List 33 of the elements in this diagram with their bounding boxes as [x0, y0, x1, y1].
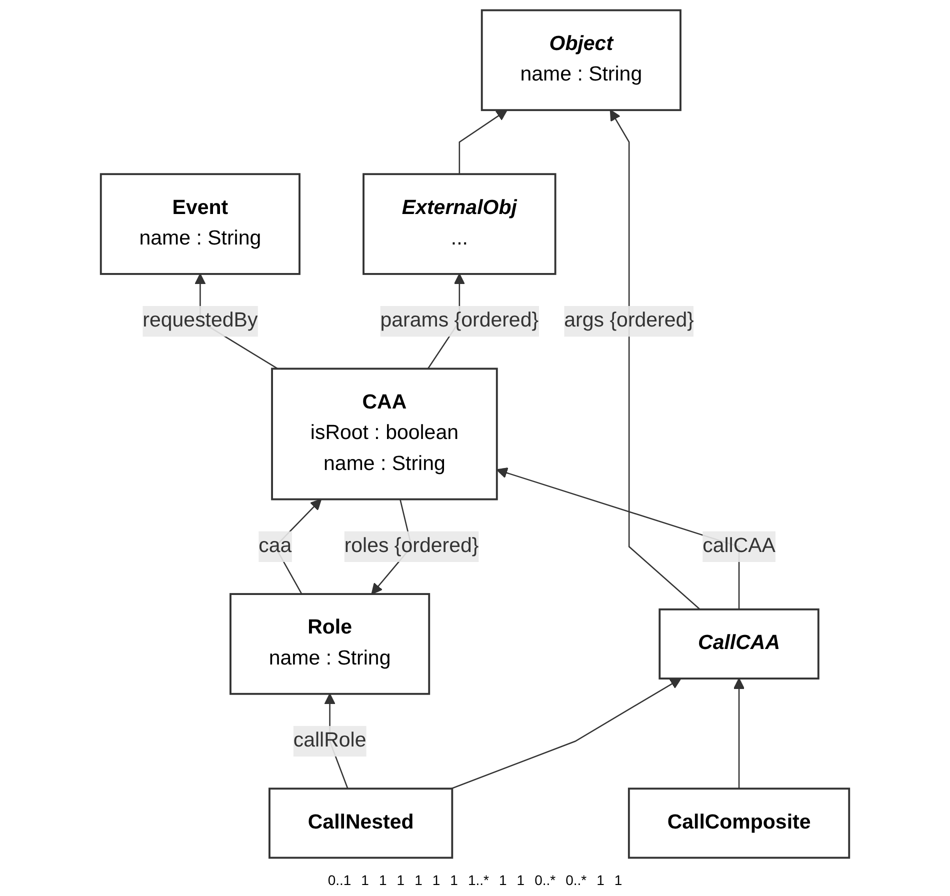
multiplicity-label: 1: [414, 872, 422, 888]
edge-label: roles {ordered}: [344, 535, 479, 557]
multiplicity-label: 1: [596, 872, 604, 888]
node-box: CAA isRoot : boolean name : String: [271, 368, 498, 500]
node-box: ExternalObj ...: [362, 173, 556, 275]
arrow: [610, 110, 700, 610]
edge-label: requestedBy: [142, 310, 258, 332]
edge-label: callRole: [293, 730, 366, 752]
multiplicity-label: 1: [450, 872, 458, 888]
multiplicity-label: 1: [378, 872, 387, 888]
arrow: [733, 678, 745, 789]
multiplicity-label: 0..*: [566, 872, 587, 888]
node-box: Object name : String: [480, 9, 682, 112]
multiplicity-label: 0..1: [328, 872, 352, 888]
edge-label: args {ordered}: [564, 310, 694, 332]
node-box: CallNested: [268, 788, 454, 859]
multiplicity-label: 1: [361, 872, 369, 888]
multiplicity-label: 1..*: [468, 872, 489, 888]
node-box: CallComposite: [628, 788, 850, 859]
multiplicity-label: 1: [498, 872, 507, 888]
arrow: [458, 110, 508, 174]
multiplicity-label: 1: [396, 872, 405, 888]
multiplicity-label: 0..*: [534, 872, 556, 888]
multiplicity-label: 1: [516, 872, 525, 888]
node-box: Role name : String: [230, 593, 430, 695]
node-box: CallCAA: [658, 608, 820, 680]
edge-label: params {ordered}: [380, 310, 539, 332]
edge-label: caa: [258, 535, 292, 557]
multiplicity-label: 1: [614, 872, 622, 888]
edge-label: callCAA: [702, 535, 776, 557]
node-box: Event name : String: [100, 173, 300, 275]
multiplicity-label: 1: [432, 872, 440, 888]
arrow: [451, 678, 682, 790]
